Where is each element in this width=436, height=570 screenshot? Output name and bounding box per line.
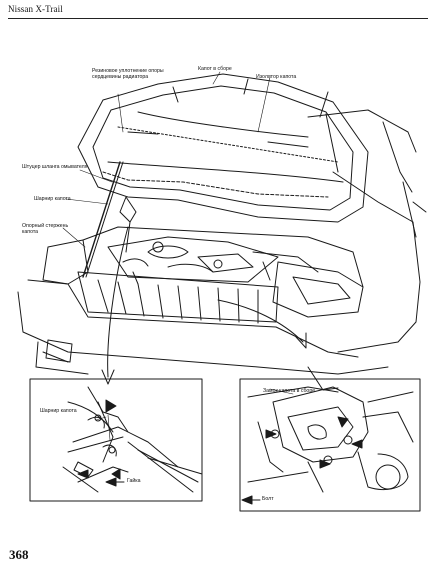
callout-radiator-seal-text: Резиновое уплотнение опоры сердцевины ра…	[92, 68, 164, 80]
engine-compartment	[82, 226, 364, 288]
callout-lock-assembly: Замок капота в сборе	[263, 388, 316, 394]
hood-panel	[77, 73, 369, 223]
callout-inset-hinge: Шарнир капота	[40, 408, 77, 414]
callout-hood-stay-text: Опорный стержень капота	[22, 223, 69, 235]
hood-removal-illustration	[8, 22, 428, 542]
header-rule	[8, 18, 428, 19]
nut-arrow-icon	[105, 477, 125, 487]
callout-washer-hose-clip: Штуцер шланга омывателя	[22, 164, 88, 170]
callout-nut: Гайка	[127, 478, 141, 484]
hood-stay-rod	[82, 161, 137, 278]
bolt-arrow-icon	[241, 495, 261, 505]
callout-hood-stay: Опорный стержень капота	[22, 223, 82, 235]
inset-left	[29, 378, 203, 502]
callout-hood-assembly: Капот в сборе	[198, 66, 232, 72]
callout-bolt: Болт	[262, 496, 274, 502]
callout-leaders	[62, 71, 294, 441]
callout-radiator-seal: Резиновое уплотнение опоры сердцевины ра…	[92, 68, 172, 80]
hood-line-drawing	[17, 71, 427, 512]
callout-hood-hinge: Шарнир капота	[34, 196, 71, 202]
detail-arrows	[101, 226, 307, 385]
running-title: Nissan X-Trail	[8, 4, 63, 14]
vehicle-body	[17, 109, 427, 391]
page-number: 368	[9, 547, 29, 562]
inset-right	[239, 378, 421, 512]
callout-hood-insulator: Изолятор капота	[256, 74, 297, 80]
